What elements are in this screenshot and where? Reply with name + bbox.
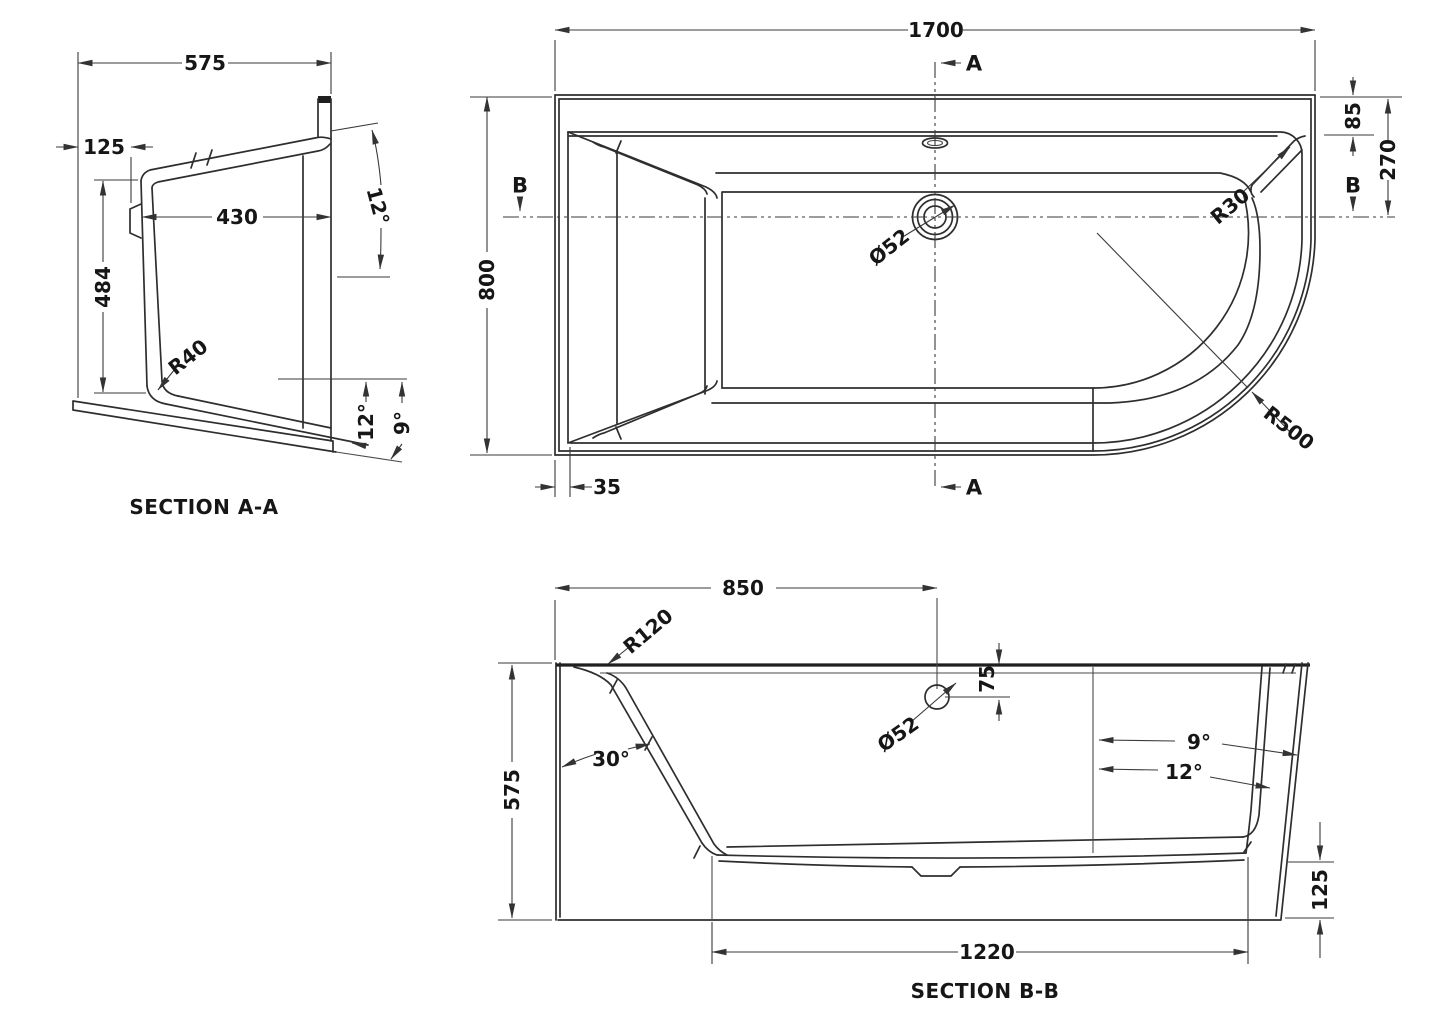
section-a-dimensions: 575 125 430 484 R40 12°: [56, 51, 414, 460]
dim-backrest-angle: 30°: [592, 747, 630, 771]
dim-height: 575: [500, 769, 524, 811]
dim-outer-wall-angle: 9°: [1187, 730, 1211, 754]
section-b-geometry: [555, 598, 1310, 921]
section-b-dimensions: 850 R120 575 30° Ø52 75 9°: [498, 576, 1334, 964]
dim-seat-radius: R30: [1206, 183, 1255, 229]
dim-base-length: 1220: [959, 940, 1015, 964]
section-a-geometry: [72, 96, 403, 463]
dim-inner-width: 430: [216, 205, 258, 229]
section-a-marker-bottom: A: [966, 475, 983, 499]
dim-depth: 484: [91, 266, 115, 308]
dim-length: 1700: [908, 18, 964, 42]
dim-plinth-height: 125: [1308, 869, 1332, 911]
dim-drain-diameter: Ø52: [864, 224, 914, 271]
dim-base-angle: 9°: [390, 411, 414, 435]
dim-drain-position: 850: [722, 576, 764, 600]
section-b-view: 850 R120 575 30° Ø52 75 9°: [498, 576, 1334, 1003]
dim-end-radius: R500: [1259, 401, 1319, 455]
section-b-title: SECTION B-B: [911, 979, 1060, 1003]
section-b-marker-left: B: [512, 173, 528, 197]
plan-centerlines: [503, 62, 1395, 488]
dim-width: 800: [475, 259, 499, 301]
dim-front-rim: 35: [593, 475, 621, 499]
dim-rim-offset: 125: [83, 135, 125, 159]
section-a-marker-top: A: [966, 51, 983, 75]
dim-backrest-radius: R120: [618, 603, 677, 658]
dim-rim-slope-angle: 12°: [362, 185, 395, 228]
section-b-marker-right: B: [1345, 173, 1361, 197]
dim-drain-offset: 270: [1376, 139, 1400, 181]
section-a-view: 575 125 430 484 R40 12°: [56, 51, 414, 519]
dim-overflow-offset: 75: [975, 665, 999, 693]
dim-bottom-angle: 12°: [354, 403, 378, 441]
dim-back-rim: 85: [1341, 102, 1365, 130]
section-a-title: SECTION A-A: [129, 495, 278, 519]
dim-inner-wall-angle: 12°: [1165, 760, 1203, 784]
plan-view: 1700 800 A A B B 85 270: [470, 18, 1402, 499]
dim-overall-width: 575: [184, 51, 226, 75]
dim-floor-radius: R40: [164, 334, 213, 380]
